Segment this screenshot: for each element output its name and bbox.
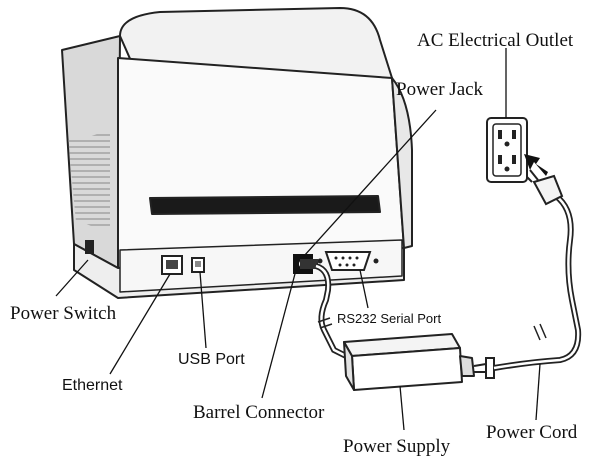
label-barrel-connector: Barrel Connector	[193, 402, 325, 423]
power-supply-brick	[343, 333, 475, 391]
power-cord	[493, 193, 582, 371]
printer	[61, 7, 413, 299]
rs232-port	[324, 251, 372, 271]
leader-lines	[55, 48, 541, 431]
plug-in-arrow	[524, 154, 548, 176]
label-ethernet: Ethernet	[62, 377, 123, 394]
label-power-jack: Power Jack	[396, 79, 484, 100]
label-power-switch: Power Switch	[10, 303, 117, 324]
label-power-cord: Power Cord	[486, 422, 578, 443]
label-rs232: RS232 Serial Port	[337, 311, 442, 326]
ac-outlet-graphic	[486, 117, 528, 183]
wall-plug	[532, 174, 564, 206]
label-power-supply: Power Supply	[343, 436, 451, 457]
power-switch-graphic	[85, 240, 94, 254]
label-ac-outlet: AC Electrical Outlet	[417, 30, 574, 51]
label-usb-port: USB Port	[178, 351, 245, 368]
